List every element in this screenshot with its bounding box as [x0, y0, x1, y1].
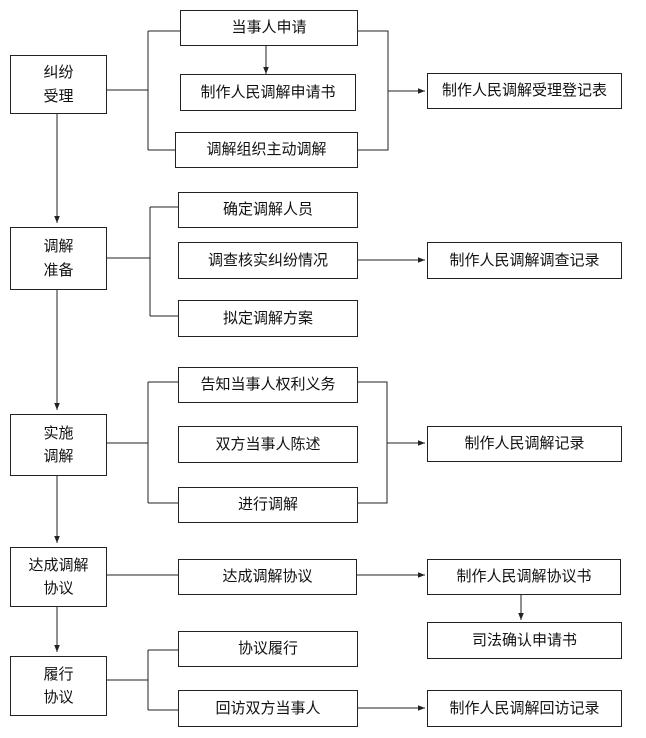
step-follow-up-visit: 回访双方当事人 [178, 690, 358, 727]
stage-dispute-acceptance: 纠纷 受理 [10, 55, 107, 114]
step-reach-agreement: 达成调解协议 [178, 559, 357, 595]
stage-label: 准备 [43, 260, 74, 279]
stage-label: 达成调解 [28, 555, 89, 574]
stage-label: 纠纷 [43, 63, 74, 82]
doc-investigation-record: 制作人民调解调查记录 [427, 242, 622, 279]
doc-mediation-record: 制作人民调解记录 [427, 426, 622, 462]
stage-label: 履行 [43, 664, 74, 683]
step-assign-mediators: 确定调解人员 [178, 192, 358, 228]
step-inform-rights: 告知当事人权利义务 [178, 367, 358, 403]
step-parties-statements: 双方当事人陈述 [178, 426, 358, 463]
step-make-application-form: 制作人民调解申请书 [180, 74, 356, 111]
doc-judicial-confirmation: 司法确认申请书 [427, 622, 622, 659]
doc-mediation-agreement: 制作人民调解协议书 [427, 559, 621, 595]
stage-label: 协议 [43, 688, 74, 706]
stage-reach-agreement: 达成调解 协议 [10, 547, 107, 607]
bracket-right-group1 [358, 30, 389, 151]
stage-label: 实施 [43, 423, 74, 442]
step-party-application: 当事人申请 [180, 10, 358, 46]
stage-label: 协议 [43, 579, 74, 597]
doc-follow-up-record: 制作人民调解回访记录 [427, 690, 622, 727]
step-carry-out-mediation: 进行调解 [178, 487, 358, 523]
stage-label: 调解 [43, 447, 74, 465]
step-draft-plan: 拟定调解方案 [178, 300, 358, 337]
step-investigate-dispute: 调查核实纠纷情况 [178, 242, 358, 279]
doc-acceptance-register: 制作人民调解受理登记表 [427, 73, 622, 109]
stage-mediation-preparation: 调解 准备 [10, 227, 107, 290]
stage-fulfill-agreement: 履行 协议 [10, 656, 107, 716]
step-agreement-fulfillment: 协议履行 [178, 631, 358, 667]
bracket-right-group3 [358, 381, 388, 504]
stage-label: 受理 [43, 86, 74, 105]
stage-conduct-mediation: 实施 调解 [10, 414, 107, 476]
step-organization-initiates: 调解组织主动调解 [175, 132, 358, 168]
stage-label: 调解 [43, 237, 74, 256]
